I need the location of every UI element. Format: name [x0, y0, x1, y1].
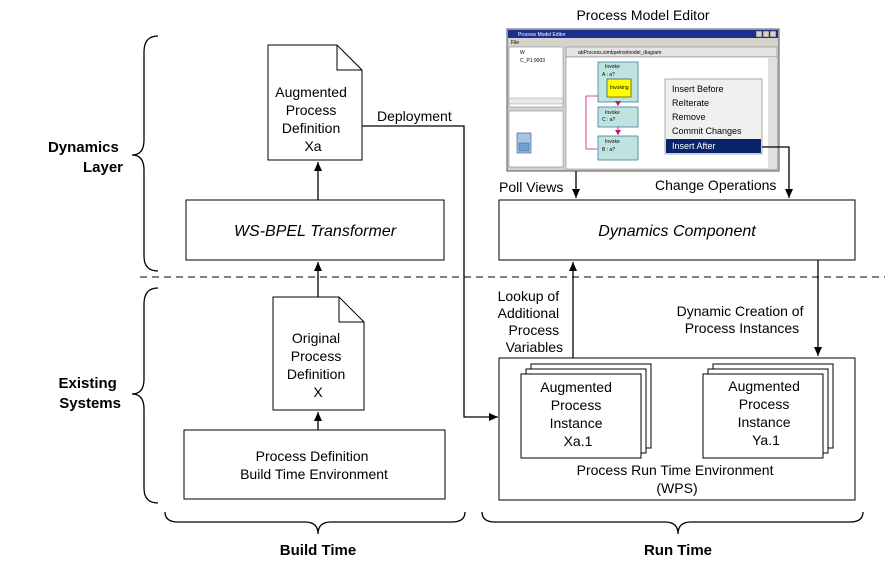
brace-existing-systems — [131, 287, 159, 504]
augmented-definition-doc — [267, 44, 363, 161]
build-time-environment-box — [183, 429, 446, 500]
svg-text:W: W — [520, 50, 525, 56]
run-time-environment-label: Process Run Time Environment (WPS) — [577, 462, 778, 496]
svg-text:C : a?: C : a? — [602, 117, 616, 123]
brace-dynamics-layer — [131, 35, 159, 272]
augmented-definition-label: Augmented Process Definition Xa — [275, 84, 351, 154]
arrow-change-operations — [762, 146, 793, 198]
phase-label-build: Build Time — [280, 542, 356, 559]
svg-text:Invoke: Invoke — [605, 64, 620, 70]
svg-text:Invoking: Invoking — [610, 85, 629, 91]
editor-title: Process Model Editor — [576, 7, 709, 23]
arrow-deployment — [362, 125, 498, 421]
context-menu-item: Remove — [672, 112, 706, 122]
change-operations-label: Change Operations — [655, 177, 776, 193]
svg-text:A : a?: A : a? — [602, 72, 615, 78]
context-menu-item-selected: Insert After — [672, 141, 716, 151]
context-menu-item: ReIterate — [672, 98, 709, 108]
ws-bpel-transformer-label: WS-BPEL Transformer — [234, 223, 397, 240]
context-menu-item: Insert Before — [672, 84, 724, 94]
svg-text:Invoke: Invoke — [605, 110, 620, 116]
dynamics-component-label: Dynamics Component — [598, 223, 756, 240]
dynamic-creation-label: Dynamic Creation of Process Instances — [677, 303, 808, 336]
instance-xa-stack — [520, 363, 652, 459]
svg-text:abProcess.simbpelnstmodel_diag: abProcess.simbpelnstmodel_diagram — [578, 50, 661, 56]
deployment-label: Deployment — [377, 108, 452, 124]
context-menu-item: Commit Changes — [672, 126, 742, 136]
instance-ya-stack — [702, 363, 834, 459]
original-definition-label: Original Process Definition X — [287, 330, 349, 400]
poll-views-label: Poll Views — [499, 179, 563, 195]
layer-label-existing: Existing Systems — [58, 375, 121, 412]
ws-bpel-transformer-box — [185, 199, 445, 261]
svg-text:C_P1:9003: C_P1:9003 — [520, 58, 545, 64]
layer-label-dynamics: Dynamics Layer — [48, 139, 123, 176]
svg-text:B : a?: B : a? — [602, 147, 615, 153]
brace-run-time — [481, 511, 864, 535]
process-model-editor-screenshot: Process Model Editor File W C_P1:9003 ab… — [506, 28, 780, 172]
phase-label-run: Run Time — [644, 542, 712, 559]
brace-build-time — [164, 511, 466, 535]
dynamics-component-box — [498, 199, 856, 261]
svg-text:Process Model Editor: Process Model Editor — [518, 32, 566, 38]
svg-text:Invoke: Invoke — [605, 139, 620, 145]
instance-xa-label: Augmented Process Instance Xa.1 — [540, 379, 616, 449]
instance-ya-label: Augmented Process Instance Ya.1 — [728, 378, 804, 448]
build-time-environment-label: Process Definition Build Time Environmen… — [240, 448, 388, 482]
original-definition-doc — [272, 296, 365, 411]
lookup-label: Lookup of Additional Process Variables — [498, 288, 563, 355]
svg-text:File: File — [511, 40, 519, 46]
